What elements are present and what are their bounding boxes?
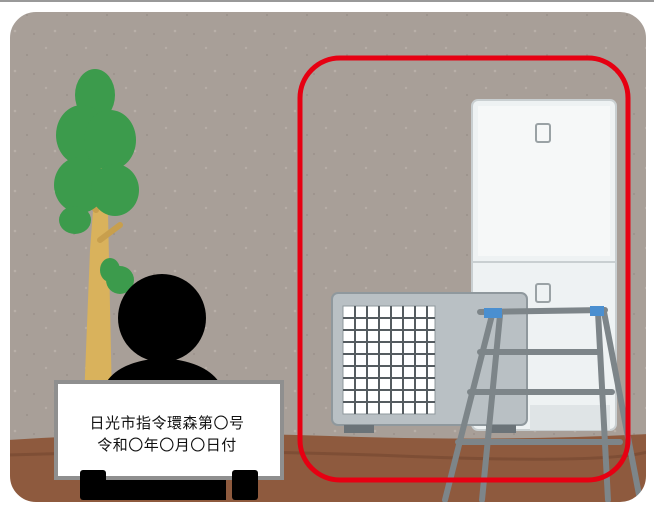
sign-text: 日光市指令環森第〇号 令和〇年〇月〇日付 bbox=[62, 412, 272, 456]
tree bbox=[54, 69, 139, 400]
sign-board bbox=[54, 380, 284, 500]
sign-line-1: 日光市指令環森第〇号 bbox=[89, 414, 245, 432]
sign-line-2: 令和〇年〇月〇日付 bbox=[97, 436, 237, 454]
highlight-box bbox=[297, 55, 631, 483]
